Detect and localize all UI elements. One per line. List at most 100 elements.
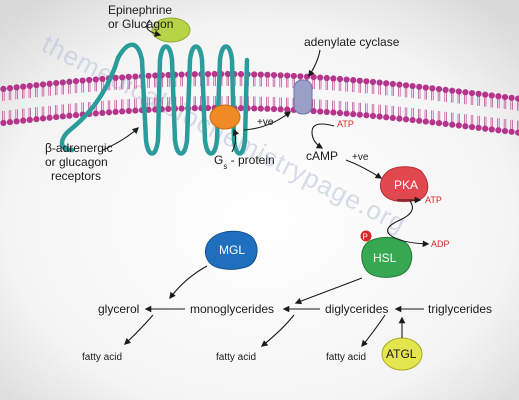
lipid-head (330, 109, 337, 116)
lipid-head (369, 112, 377, 120)
lipid-head (442, 120, 449, 127)
lipid-head (429, 119, 436, 126)
gs-protein (209, 104, 241, 130)
lipid-head (178, 105, 185, 112)
lipid-head (442, 86, 449, 93)
lipid-head (515, 95, 519, 102)
plus-ve-label-2: +ve (352, 152, 369, 163)
lipid-head (468, 123, 476, 131)
lipid-head (237, 71, 245, 78)
lipid-head (350, 111, 357, 118)
lipid-head (53, 79, 60, 87)
lipid-head (416, 83, 423, 90)
lipid-head (92, 76, 99, 83)
lipid-head (204, 104, 212, 112)
lipid-head (33, 82, 40, 89)
lipid-head (46, 114, 53, 121)
lipid-head (191, 71, 198, 78)
lipid-head (39, 115, 47, 122)
lipid-head (112, 108, 119, 115)
adenylate-cyclase-arrow (308, 49, 321, 78)
lipid-head (119, 108, 126, 115)
lipid-head (336, 109, 344, 117)
lipid-head (26, 82, 33, 89)
lipid-head (310, 74, 317, 81)
lipid-head (356, 77, 363, 84)
lipid-head (383, 80, 390, 87)
lipid-head (435, 86, 443, 93)
lipid-head (455, 122, 462, 129)
lipid-head (501, 93, 509, 101)
lipid-head (53, 113, 60, 121)
lipid-head (468, 89, 476, 97)
hormone-ligand (151, 17, 191, 43)
lipid-head (297, 73, 304, 80)
lipid-head (132, 107, 139, 114)
lipid-head (145, 72, 152, 79)
lipid-head (303, 73, 311, 80)
receptor-label-line3: receptors (51, 169, 101, 183)
lipid-head (13, 84, 20, 91)
lipid-head (402, 82, 410, 89)
lipid-head (449, 121, 456, 128)
lipid-head (251, 105, 258, 112)
lipid-head (145, 106, 152, 113)
receptor-arrow (102, 127, 139, 151)
lipid-head (112, 74, 119, 81)
fatty-acid-label-1: fatty acid (82, 352, 122, 363)
lipid-head (204, 70, 212, 78)
lipid-head (251, 71, 258, 78)
lipid-head (99, 109, 106, 116)
lipid-head (6, 85, 14, 92)
lipid-head (0, 85, 7, 92)
lipid-head (488, 92, 495, 99)
lipid-head (495, 127, 502, 134)
lipid-head (409, 116, 416, 124)
lipid-head (310, 108, 317, 115)
lipid-head (178, 71, 185, 78)
gs-protein-label: Gs - protein (214, 153, 275, 171)
lipid-head (495, 93, 502, 100)
lipid-head (257, 105, 264, 112)
mgl-enzyme (204, 230, 258, 270)
receptor-protein (115, 42, 250, 156)
lipid-head (376, 113, 383, 120)
lipid-head (396, 115, 403, 122)
lipid-head (132, 73, 139, 80)
lipid-head (270, 105, 278, 113)
lipid-head (508, 94, 515, 101)
lipid-head (508, 128, 515, 135)
lipid-head (20, 83, 27, 90)
lipid-head (237, 105, 245, 112)
lipid-head (402, 116, 410, 123)
lipid-head (13, 118, 20, 125)
lipid-head (449, 87, 456, 94)
lipid-head (422, 118, 429, 125)
lipid-head (389, 80, 396, 88)
lipid-head (26, 116, 33, 123)
lipid-head (323, 108, 330, 116)
lipid-head (363, 78, 370, 85)
lipid-head (79, 77, 86, 84)
monoglycerides-label: monoglycerides (190, 302, 274, 316)
diglycerides-label: diglycerides (325, 302, 388, 316)
lipid-head (72, 78, 80, 85)
pka-label: PKA (394, 178, 418, 192)
lipid-head (125, 107, 132, 115)
lipid-head (119, 74, 126, 81)
lipid-head (284, 106, 291, 113)
plus-ve-label-1: +ve (257, 117, 274, 128)
lipid-head (501, 127, 509, 135)
lipid-head (482, 125, 489, 132)
lipid-head (356, 111, 363, 118)
lipid-head (6, 119, 14, 126)
receptor-tail (59, 55, 121, 153)
lipid-head (317, 74, 324, 81)
lipid-head (66, 112, 73, 119)
lipid-head (416, 117, 423, 124)
pka-to-hsl-arrow (387, 200, 430, 248)
lipid-head (33, 116, 40, 123)
